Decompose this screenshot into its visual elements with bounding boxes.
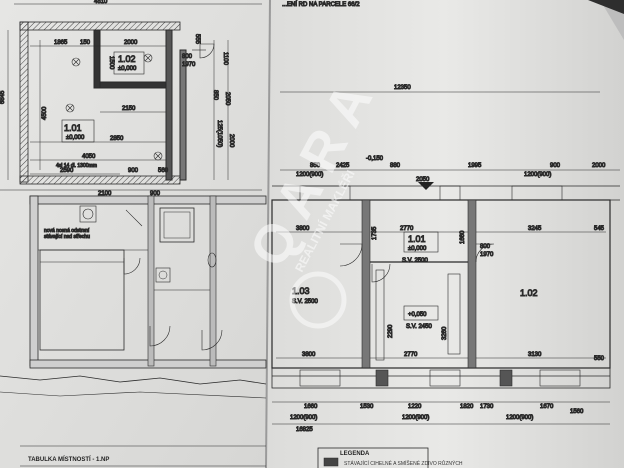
dim-label: 1970 [182, 62, 196, 68]
watermark-ring [289, 271, 347, 329]
dim-label: 1200(900) [290, 415, 317, 421]
dim-label: 1200(900) [296, 172, 323, 178]
dim-label: 800 [480, 244, 491, 250]
dim-label: 2425 [336, 163, 350, 169]
dim-label: 1730 [480, 404, 494, 410]
dim-label: 6845 [0, 90, 6, 104]
room-number: 1.01 [64, 123, 82, 133]
dim-label: 3800 [296, 226, 310, 232]
dim-label: 3260 [442, 326, 448, 340]
room-number: 1.01 [408, 234, 426, 244]
dim-label: 1200(900) [506, 415, 533, 421]
dim-label: 12350 [394, 85, 411, 91]
legend-title: LEGENDA [340, 451, 370, 457]
dim-label: 1660 [460, 230, 466, 244]
paper-sheet-left [0, 0, 272, 468]
room-sv: S.V. 2500 [292, 299, 318, 305]
dim-label: 2100 [98, 191, 112, 197]
sheet-title: ...ENÍ RD NA PARCELE 66/2 [282, 1, 360, 8]
dim-label: 880 [390, 163, 401, 169]
dim-label: 3800 [302, 352, 316, 358]
room-level: ±0,000 [118, 66, 137, 72]
dim-label: 2000 [228, 134, 234, 148]
dim-label: 800 [182, 54, 193, 60]
renovation-note: stávající nad střechu [44, 234, 90, 240]
sheet-fold [265, 0, 271, 468]
room-level: +0,050 [408, 312, 427, 318]
dim-label: 2050 [224, 92, 230, 106]
room-number: 1.03 [292, 286, 310, 296]
dim-label: 1970 [480, 252, 494, 258]
window-note: 4xl 14 dl. 1300mm [56, 163, 97, 169]
dim-label: 850 [212, 90, 218, 101]
room-number: 1.02 [520, 288, 538, 298]
dim-label: 125(1050) [216, 120, 222, 147]
room-level: ±0,000 [66, 135, 85, 141]
dim-label: 1560 [570, 409, 584, 415]
dim-label: 2850 [110, 136, 124, 142]
paper-sheet-right [266, 0, 624, 468]
room-number: 1.02 [118, 54, 136, 64]
dim-label: 850 [310, 163, 321, 169]
dim-label: 4500 [42, 106, 48, 120]
room-table-title: TABULKA MÍSTNOSTÍ - 1.NP [28, 455, 109, 463]
dim-label: 1200(900) [524, 172, 551, 178]
legend-item: STÁVAJÍCÍ CIHELNÉ A SMÍŠENÉ ZDIVO RŮZNÝC… [344, 460, 463, 467]
dim-label: 1820 [460, 404, 474, 410]
dim-label: 1865 [54, 40, 68, 46]
dim-label: 545 [594, 226, 605, 232]
dim-label: 4810 [94, 0, 108, 5]
dim-label: 555 [194, 34, 200, 45]
dim-label: 1500 [108, 56, 114, 70]
dim-label: 2770 [404, 352, 418, 358]
level-mark: -0,150 [366, 156, 384, 162]
dim-label: 1660 [304, 404, 318, 410]
dim-label: 2050 [416, 177, 430, 183]
dim-label: 1200(900) [402, 415, 429, 421]
dim-label: 1995 [468, 163, 482, 169]
dim-label: 1735 [372, 226, 378, 240]
dim-label: 900 [128, 168, 139, 174]
dim-label: 4050 [82, 154, 96, 160]
dim-label: 2150 [122, 106, 136, 112]
room-sv: S.V. 2450 [406, 324, 432, 330]
dim-label: 560 [158, 168, 169, 174]
dim-label: 1100 [222, 52, 228, 66]
dim-label: 900 [550, 163, 561, 169]
room-sv: S.V. 2500 [402, 258, 428, 264]
dim-label: 150 [80, 40, 91, 46]
dim-label: 1220 [408, 404, 422, 410]
right-plan: ...ENÍ RD NA PARCELE 66/2 12350 850 2425… [271, 0, 624, 468]
dim-label: 900 [150, 191, 161, 197]
dim-label: 1530 [360, 404, 374, 410]
dim-label: 2290 [388, 324, 394, 338]
dim-label: 3245 [528, 226, 542, 232]
dim-label: 1670 [540, 404, 554, 410]
dim-label: 16825 [296, 427, 313, 433]
dim-label: 2590 [60, 168, 74, 174]
dim-label: 2000 [592, 163, 606, 169]
left-plan: 4810 1865 150 2000 555 1100 800 1970 684… [0, 0, 267, 467]
dim-label: 550 [594, 356, 605, 362]
renovation-note: nová nosná odstraní [44, 228, 90, 234]
room-level: ±0,000 [408, 246, 427, 252]
dim-label: 2000 [124, 40, 138, 46]
dim-label: 3130 [528, 352, 542, 358]
dim-label: 2770 [400, 226, 414, 232]
